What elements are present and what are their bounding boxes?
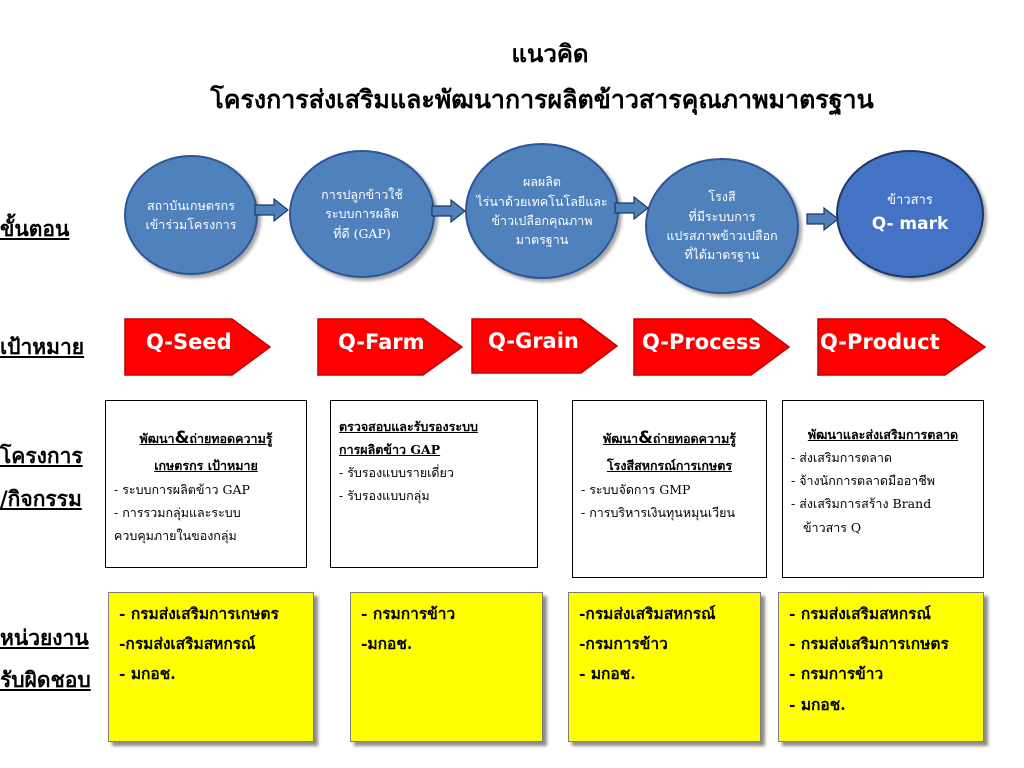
agency-item: -กรมการข้าว bbox=[579, 634, 668, 654]
project-item: - รับรองแบบกลุ่ม bbox=[339, 488, 430, 504]
step-circle-q-mark-rice: ข้าวสาร Q- mark bbox=[836, 150, 984, 278]
goal-arrow-shape bbox=[317, 318, 464, 376]
flow-arrow-icon bbox=[431, 199, 466, 223]
step-text: ไร่นาด้วยเทคโนโลยีและ bbox=[476, 193, 608, 209]
project-box-farmer-training: พัฒนา&ถ่ายทอดความรู้ เกษตรกร เป้าหมาย - … bbox=[105, 400, 307, 568]
step-text: Q- mark bbox=[871, 213, 949, 234]
agency-box-q-product: - กรมส่งเสริมสหกรณ์ - กรมส่งเสริมการเกษต… bbox=[778, 592, 984, 742]
goal-arrow-shape bbox=[471, 318, 619, 374]
agency-item: - กรมการข้าว bbox=[361, 604, 456, 623]
goal-arrow-shape bbox=[817, 318, 987, 376]
agency-item: - มกอช. bbox=[579, 664, 636, 684]
step-text: ข้าวเปลือกคุณภาพ bbox=[491, 213, 593, 228]
goal-label-q-grain: Q-Grain bbox=[488, 329, 579, 353]
agency-item: - กรมส่งเสริมสหกรณ์ bbox=[789, 604, 931, 623]
step-text: สถาบันเกษตรกร bbox=[147, 197, 235, 213]
project-item: - ระบบการผลิตข้าว GAP bbox=[114, 481, 250, 497]
step-text: ข้าวสาร bbox=[887, 192, 933, 208]
project-box-marketing: พัฒนาและส่งเสริมการตลาด - ส่งเสริมการตลา… bbox=[782, 400, 984, 578]
project-heading: เกษตรกร เป้าหมาย bbox=[154, 458, 258, 474]
row-label-agencies-2: รับผิดชอบ bbox=[0, 667, 91, 692]
project-item: - การรวมกลุ่มและระบบ bbox=[114, 504, 241, 520]
step-text: ระบบการผลิต bbox=[325, 206, 399, 222]
row-label-projects-2: /กิจกรรม bbox=[0, 486, 82, 511]
goal-label-q-seed: Q-Seed bbox=[146, 330, 232, 354]
project-item: - ส่งเสริมการตลาด bbox=[791, 450, 893, 466]
agency-item: -มกอช. bbox=[361, 634, 413, 654]
project-item: ควบคุมภายในของกลุ่ม bbox=[114, 527, 237, 543]
step-circle-quality-paddy: ผลผลิต ไร่นาด้วยเทคโนโลยีและ ข้าวเปลือกค… bbox=[465, 143, 619, 279]
agency-item: - กรมส่งเสริมการเกษตร bbox=[119, 604, 279, 623]
project-box-gap-certification: ตรวจสอบและรับรองระบบ การผลิตข้าว GAP - ร… bbox=[330, 400, 538, 568]
step-text: มาตรฐาน bbox=[515, 232, 569, 248]
step-circle-farmer-institutions: สถาบันเกษตรกร เข้าร่วมโครงการ bbox=[124, 155, 258, 275]
project-item: - การบริหารเงินทุนหมุนเวียน bbox=[581, 504, 736, 520]
goal-arrow-shape bbox=[124, 318, 272, 376]
step-text: ที่ดี (GAP) bbox=[333, 225, 391, 241]
agency-item: - กรมการข้าว bbox=[789, 664, 884, 684]
row-label-agencies-1: หน่วยงาน bbox=[0, 625, 89, 650]
project-heading: ตรวจสอบและรับรองระบบ bbox=[339, 419, 478, 434]
step-text: ที่ได้มาตรฐาน bbox=[684, 247, 760, 263]
step-circle-standard-mill: โรงสี ที่มีระบบการ แปรสภาพข้าวเปลือก ที่… bbox=[645, 158, 799, 294]
agency-box-q-seed: - กรมส่งเสริมการเกษตร -กรมส่งเสริมสหกรณ์… bbox=[108, 592, 314, 742]
step-text: ผลผลิต bbox=[522, 174, 562, 190]
step-text: เข้าร่วมโครงการ bbox=[145, 217, 237, 232]
row-label-goals: เป้าหมาย bbox=[0, 334, 85, 359]
agency-item: - กรมส่งเสริมการเกษตร bbox=[789, 634, 949, 654]
agency-item: - มกอช. bbox=[789, 694, 846, 714]
goal-arrow-shape bbox=[633, 318, 791, 376]
agency-item: -กรมส่งเสริมสหกรณ์ bbox=[579, 604, 716, 623]
project-heading: พัฒนาและส่งเสริมการตลาด bbox=[807, 427, 959, 442]
step-circle-gap-farming: การปลูกข้าวใช้ ระบบการผลิต ที่ดี (GAP) bbox=[289, 150, 435, 278]
project-box-mill-training: พัฒนา&ถ่ายทอดความรู้ โรงสีสหกรณ์การเกษตร… bbox=[572, 400, 767, 578]
goal-label-q-farm: Q-Farm bbox=[338, 330, 425, 354]
flow-arrow-icon bbox=[254, 198, 289, 222]
project-item: - จ้างนักการตลาดมืออาชีพ bbox=[791, 473, 935, 489]
project-heading: การผลิตข้าว GAP bbox=[339, 442, 441, 458]
project-heading: โรงสีสหกรณ์การเกษตร bbox=[606, 458, 733, 474]
diagram-title: แนวคิด bbox=[511, 39, 589, 68]
project-heading: พัฒนา&ถ่ายทอดความรู้ bbox=[602, 428, 737, 448]
step-text: ที่มีระบบการ bbox=[688, 208, 756, 224]
goal-label-q-product: Q-Product bbox=[820, 330, 940, 354]
step-text: โรงสี bbox=[708, 189, 736, 205]
step-text: การปลูกข้าวใช้ bbox=[321, 186, 403, 202]
agency-item: -กรมส่งเสริมสหกรณ์ bbox=[119, 634, 256, 654]
goal-label-q-process: Q-Process bbox=[642, 330, 761, 354]
agency-box-q-process: -กรมส่งเสริมสหกรณ์ -กรมการข้าว - มกอช. bbox=[568, 592, 761, 742]
flow-arrow-icon bbox=[614, 196, 649, 220]
step-text: แปรสภาพข้าวเปลือก bbox=[666, 228, 778, 243]
diagram-subtitle: โครงการส่งเสริมและพัฒนาการผลิตข้าวสารคุณ… bbox=[210, 85, 874, 114]
row-label-steps: ขั้นตอน bbox=[0, 216, 70, 241]
agency-box-q-farm: - กรมการข้าว -มกอช. bbox=[350, 592, 543, 742]
project-heading: พัฒนา&ถ่ายทอดความรู้ bbox=[139, 428, 273, 448]
project-item: - ระบบจัดการ GMP bbox=[581, 481, 691, 497]
project-item: - รับรองแบบรายเดี่ยว bbox=[339, 465, 454, 481]
row-label-projects-1: โครงการ bbox=[0, 443, 83, 468]
agency-item: - มกอช. bbox=[119, 664, 176, 684]
flow-arrow-icon bbox=[806, 207, 839, 231]
project-item: - ส่งเสริมการสร้าง Brand bbox=[791, 496, 932, 512]
project-item: ข้าวสาร Q bbox=[803, 519, 862, 535]
